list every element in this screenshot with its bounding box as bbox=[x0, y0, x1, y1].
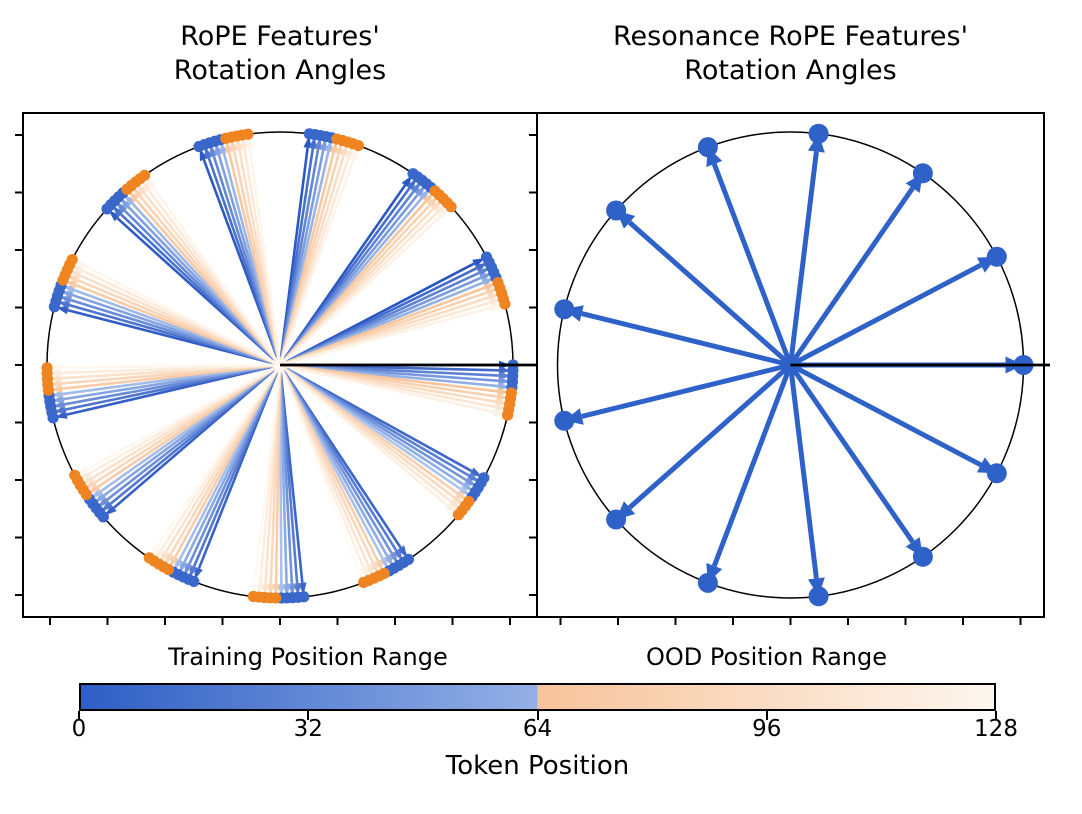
colorbar-axis-label: Token Position bbox=[445, 751, 630, 781]
left-plot-title: RoPE Features' Rotation Angles bbox=[23, 20, 537, 88]
right-plot-title-line2: Rotation Angles bbox=[684, 55, 897, 86]
colorbar-tick-mark bbox=[78, 711, 80, 720]
colorbar-tick-labels: 0 32 64 96 128 bbox=[72, 716, 1018, 742]
left-plot-title-line1: RoPE Features' bbox=[180, 21, 380, 52]
token-position-colorbar bbox=[79, 683, 996, 711]
right-plot-title-line1: Resonance RoPE Features' bbox=[612, 21, 969, 52]
colorbar-tick-label: 32 bbox=[293, 716, 323, 742]
colorbar-tick-mark bbox=[995, 711, 997, 720]
left-plot-title-line2: Rotation Angles bbox=[173, 55, 387, 86]
right-plot-title: Resonance RoPE Features' Rotation Angles bbox=[537, 20, 1044, 88]
colorbar-tick-mark bbox=[307, 711, 310, 720]
ood-range-label: OOD Position Range bbox=[645, 643, 888, 671]
right-axes bbox=[529, 112, 1045, 625]
training-range-label: Training Position Range bbox=[168, 643, 448, 671]
colorbar-tick-mark bbox=[765, 711, 768, 720]
colorbar-tick-mark bbox=[536, 711, 539, 720]
colorbar-tick-label: 96 bbox=[752, 716, 782, 742]
colorbar-tick-label: 128 bbox=[974, 716, 1018, 742]
colorbar-tick-label: 64 bbox=[522, 716, 553, 742]
colorbar-tick-label: 0 bbox=[71, 716, 87, 742]
colorbar-tick-marks bbox=[78, 711, 997, 720]
left-position-dots bbox=[41, 128, 519, 604]
left-quiver-arrows bbox=[49, 135, 511, 596]
